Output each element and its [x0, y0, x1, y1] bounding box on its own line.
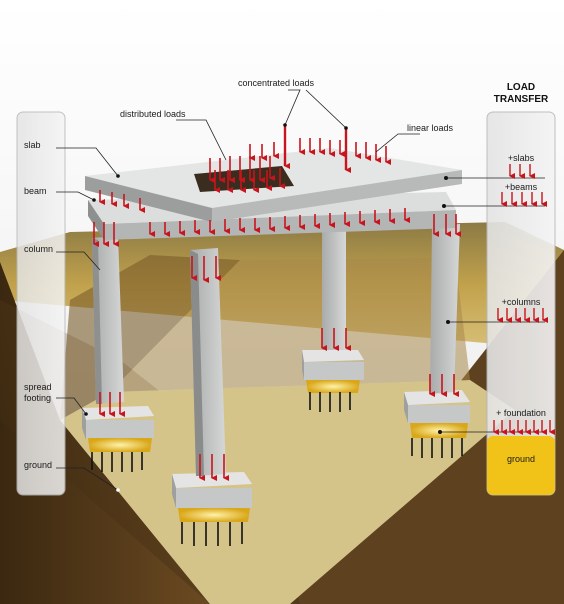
load-transfer-panel — [486, 111, 556, 496]
panel-load-arrows — [493, 164, 555, 435]
distributed-loads-label: distributed loads — [120, 109, 186, 119]
columns-step-label: +columns — [502, 297, 541, 307]
ground-box — [487, 436, 555, 495]
linear-loads-label: linear loads — [407, 123, 454, 133]
slab-label: slab — [24, 140, 41, 150]
load-transfer-title-1: LOAD — [507, 82, 535, 93]
ground-step-label: ground — [507, 454, 535, 464]
ground-label: ground — [24, 460, 52, 470]
ground-reaction-arrows — [91, 392, 463, 546]
beams-step-label: +beams — [505, 182, 538, 192]
concentrated-loads-label: concentrated loads — [238, 78, 315, 88]
columns — [92, 224, 460, 476]
foundation-step-label: + foundation — [496, 408, 546, 418]
spread-label: spread — [24, 382, 52, 392]
footing-label: footing — [24, 393, 51, 403]
left-label-panel — [16, 111, 66, 496]
load-arrows-red — [93, 125, 461, 481]
slabs-step-label: +slabs — [508, 153, 535, 163]
column-label: column — [24, 244, 53, 254]
beam-label: beam — [24, 186, 47, 196]
load-transfer-title-2: TRANSFER — [494, 94, 549, 105]
